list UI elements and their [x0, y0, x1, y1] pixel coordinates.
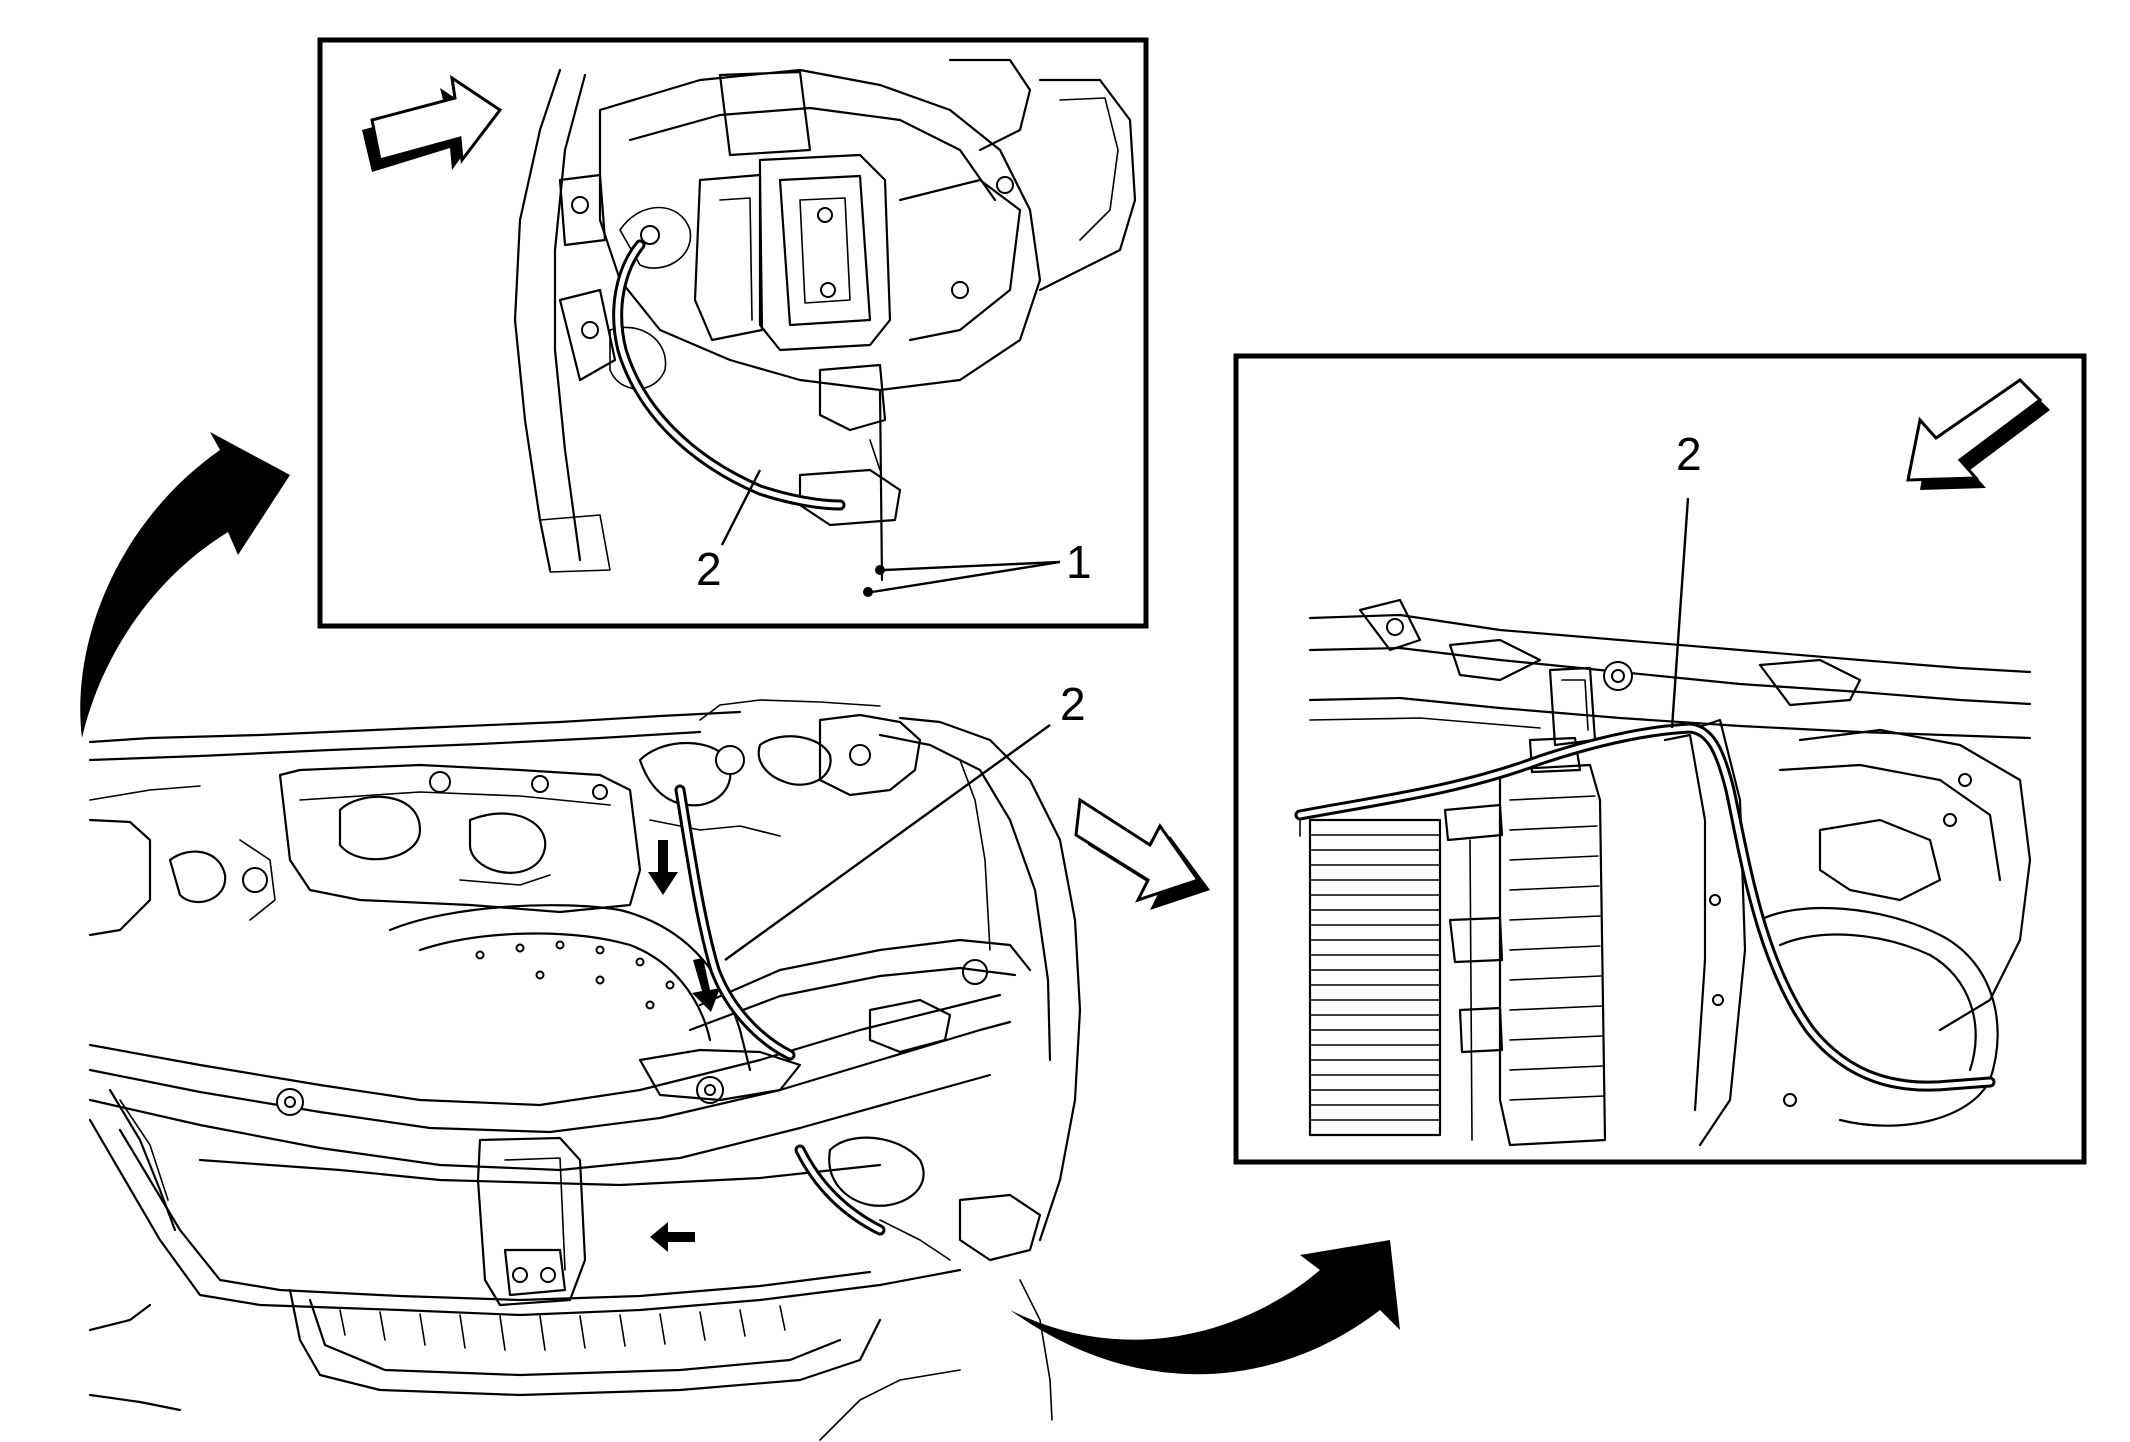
routing-direction-arrow-icon — [692, 958, 720, 1012]
view-direction-arrow-icon — [1906, 378, 2050, 490]
callout-label: 2 — [1676, 428, 1702, 480]
top-inset-view: 1 2 — [317, 37, 1149, 629]
routing-direction-arrow-icon — [648, 840, 678, 895]
callout-label: 2 — [1060, 678, 1086, 730]
callout-label: 2 — [696, 543, 722, 595]
curved-transition-arrow-icon — [1010, 1240, 1400, 1375]
main-front-end-view: 2 — [88, 678, 1086, 1441]
view-direction-arrow-icon — [362, 74, 503, 172]
callout-label: 1 — [1066, 536, 1092, 588]
routing-direction-arrow-icon — [650, 1222, 695, 1252]
curved-transition-arrow-icon — [80, 432, 290, 738]
inset-frame — [317, 37, 1149, 629]
right-inset-view: 2 — [1233, 353, 2087, 1165]
view-direction-arrow-icon — [1074, 797, 1210, 910]
